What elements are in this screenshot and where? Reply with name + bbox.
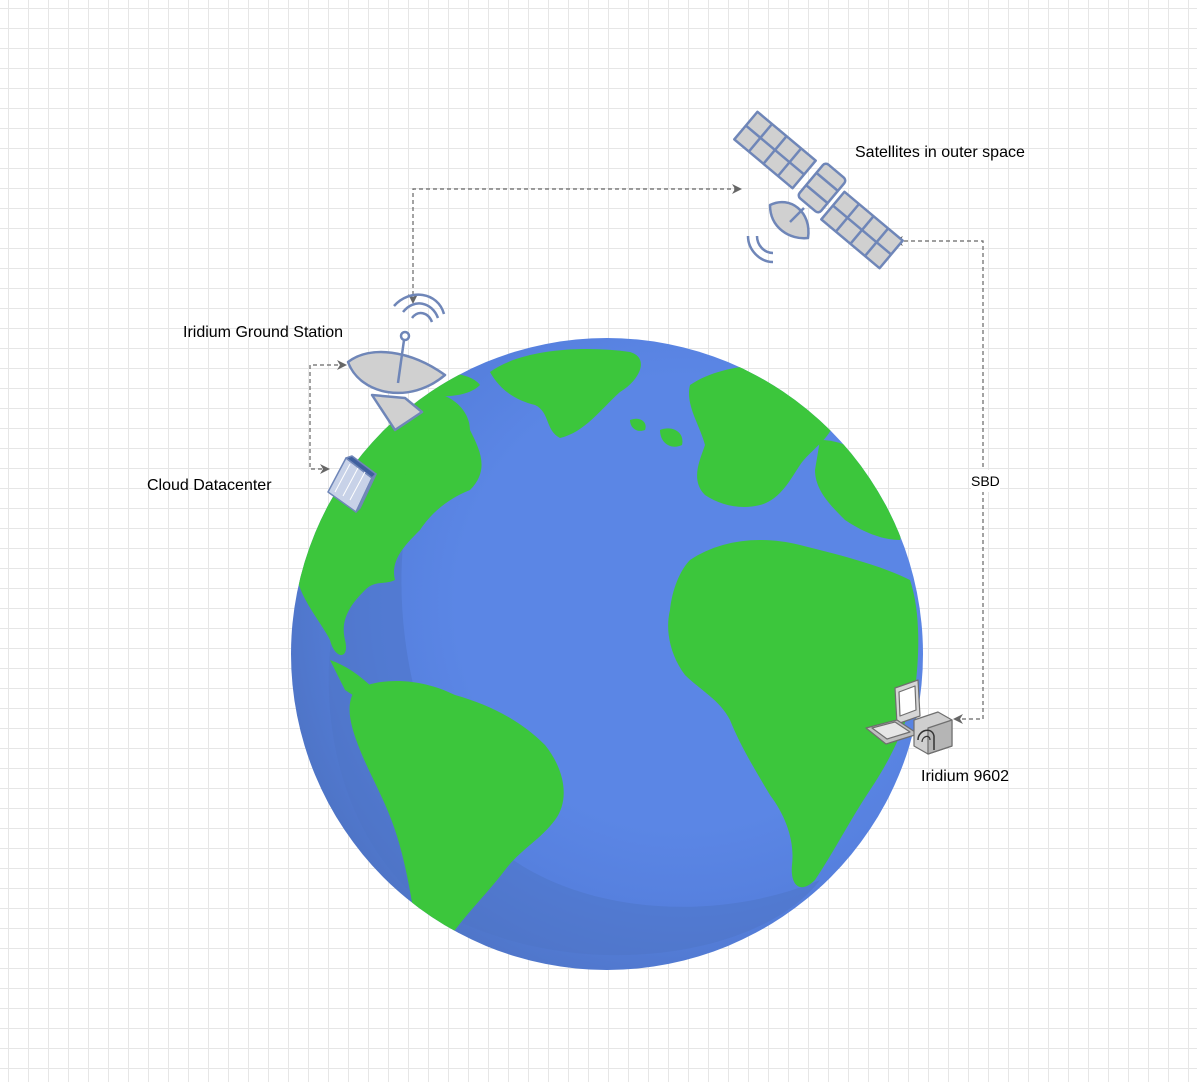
datacenter-building-icon: [327, 455, 377, 513]
satellite-icon: [733, 110, 904, 270]
sbd-edge-label: SBD: [971, 470, 1000, 492]
modem-label: Iridium 9602: [921, 768, 1010, 785]
connector-ground-station-to-datacenter: [309, 360, 347, 474]
earth-globe-icon: [291, 338, 923, 970]
satellite-label: Satellites in outer space: [855, 144, 1025, 161]
satellite-modem-terminal-icon: [865, 679, 953, 755]
connector-ground-station-to-satellite: [408, 184, 742, 304]
satellite-dish-icon: [346, 293, 447, 432]
datacenter-label: Cloud Datacenter: [147, 477, 272, 494]
ground-station-label: Iridium Ground Station: [183, 324, 344, 341]
